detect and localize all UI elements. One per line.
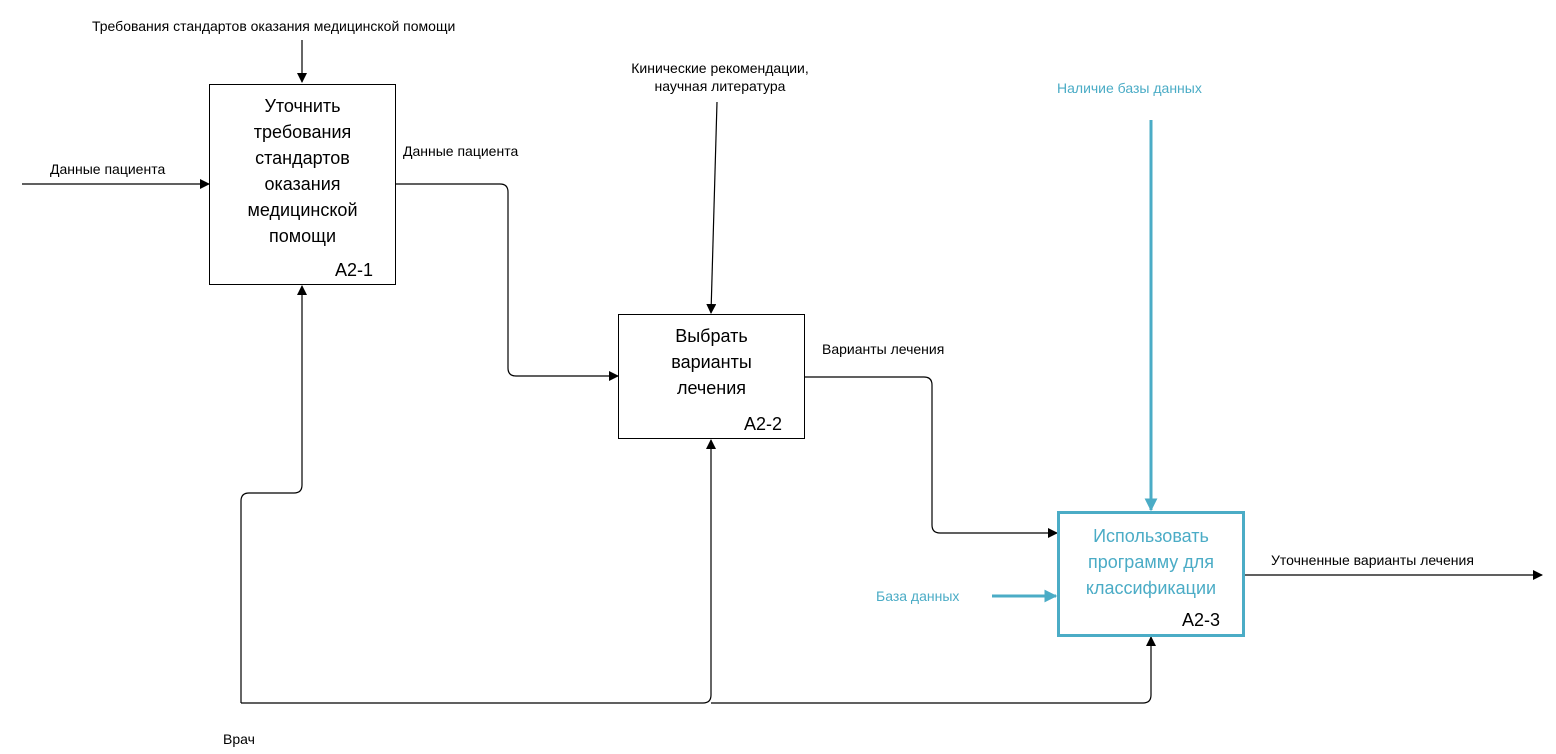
label-database-presence: Наличие базы данных: [1057, 80, 1202, 96]
arrow-recommendations-control: [706, 101, 718, 314]
label-standards-control: Требования стандартов оказания медицинск…: [92, 18, 456, 34]
activity-title-a2-3: Использовать программу для классификации: [1085, 526, 1217, 598]
label-patient-output: Данные пациента: [403, 143, 519, 159]
label-database: База данных: [876, 588, 960, 604]
activity-id-a2-2: A2-2: [743, 414, 782, 434]
arrow-doctor-to-a23: [711, 636, 1156, 704]
label-patient-input: Данные пациента: [50, 161, 166, 177]
activity-box-a2-1[interactable]: Уточнить требования стандартов оказания …: [209, 84, 396, 285]
activity-title-a2-2: Выбрать варианты лечения: [671, 326, 752, 398]
activity-title-a2-1: Уточнить требования стандартов оказания …: [247, 96, 358, 246]
label-recommendations-line2: научная литература: [654, 78, 786, 94]
activity-box-a2-2[interactable]: Выбрать варианты лечения A2-2: [618, 314, 805, 439]
label-refined-variants: Уточненные варианты лечения: [1271, 552, 1474, 568]
label-recommendations-line1: Кинические рекомендации,: [631, 60, 809, 76]
label-doctor: Врач: [223, 731, 255, 747]
label-recommendations: Кинические рекомендации, научная литерат…: [595, 59, 845, 95]
arrow-doctor-to-a22: [241, 439, 716, 704]
arrow-a22-to-a23: [805, 376, 1058, 538]
activity-id-a2-3: A2-3: [1181, 610, 1220, 630]
activity-box-a2-3[interactable]: Использовать программу для классификации…: [1057, 511, 1245, 637]
arrow-a21-to-a22: [396, 183, 619, 381]
activity-id-a2-1: A2-1: [334, 260, 373, 280]
arrow-doctor-to-a21: [240, 285, 307, 703]
label-treatment-variants: Варианты лечения: [822, 341, 945, 357]
